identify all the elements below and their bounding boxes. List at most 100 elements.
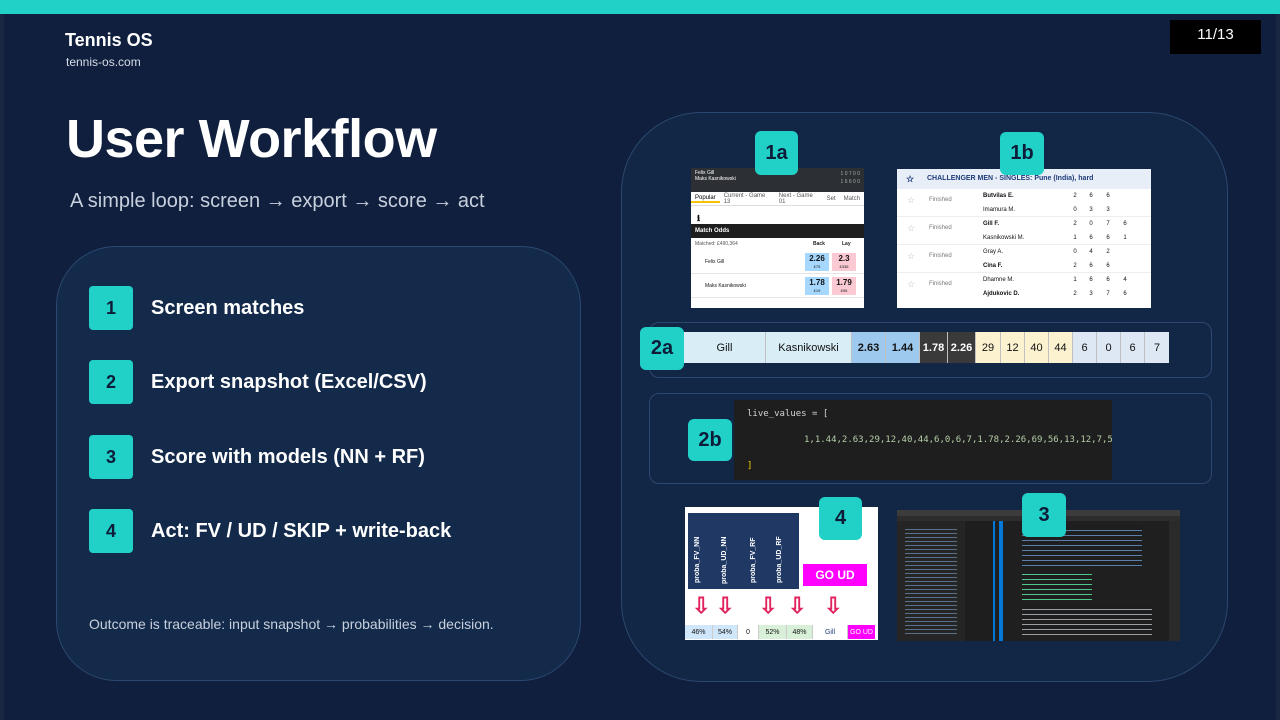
brand-name: Tennis OS <box>65 30 153 50</box>
editor-gutter <box>965 521 995 641</box>
steps-panel: 1 Screen matches 2 Export snapshot (Exce… <box>56 246 581 681</box>
runner-row: Felix Gill 2.26£75 2.3£336 <box>691 250 864 274</box>
cell: 52% <box>759 625 787 639</box>
file-list <box>905 526 957 636</box>
down-arrow-icon: ⇩ <box>716 593 735 618</box>
star-icon[interactable]: ☆ <box>907 195 916 205</box>
tab-popular[interactable]: Popular <box>691 195 720 203</box>
step-number: 4 <box>89 509 133 553</box>
lay-price-button[interactable]: 1.79£95 <box>832 277 856 295</box>
cell: 2.63 <box>852 332 886 363</box>
cell: GO UD <box>848 625 875 639</box>
page-title: User Workflow <box>66 109 437 169</box>
code-line-1: live_values = [ <box>747 409 829 419</box>
cell: 0 <box>738 625 759 639</box>
down-arrow-icon: ⇩ <box>788 593 807 618</box>
column-header: proba_FV_NN <box>694 536 701 584</box>
star-icon[interactable]: ☆ <box>907 223 916 233</box>
market-title: Match Odds <box>691 224 864 238</box>
back-price-button[interactable]: 2.26£75 <box>805 253 829 271</box>
probability-header: proba_FV_NN proba_UD_NN proba_FV_RF prob… <box>688 513 799 589</box>
star-icon[interactable]: ☆ <box>907 251 916 261</box>
step-number: 3 <box>89 435 133 479</box>
terminal-log <box>1022 605 1152 635</box>
right-edge <box>1276 14 1280 720</box>
cell: 6 <box>1121 332 1145 363</box>
info-icon[interactable]: ℹ <box>697 214 701 223</box>
cell: Gill <box>684 332 766 363</box>
matched-amount: Matched: £490,364 <box>695 241 738 247</box>
cell: 54% <box>713 625 738 639</box>
cell: 2.26 <box>948 332 976 363</box>
cell: 46% <box>685 625 713 639</box>
step-label: Act: FV / UD / SKIP + write-back <box>151 519 452 542</box>
tab-set[interactable]: Set <box>826 195 836 202</box>
cell: 7 <box>1145 332 1169 363</box>
tag-1b: 1b <box>1000 132 1044 175</box>
tag-1a: 1a <box>755 131 798 175</box>
cell: Gill <box>813 625 848 639</box>
player2-name: Maks Kasnikowski <box>695 176 736 182</box>
step-label: Screen matches <box>151 296 305 319</box>
tournament-title: CHALLENGER MEN - SINGLES: Pune (India), … <box>927 175 1094 182</box>
matched-row: Matched: £490,364 Back Lay <box>691 238 864 250</box>
top-accent-bar <box>0 0 1280 14</box>
probability-values: 46% 54% 0 52% 48% Gill GO UD <box>685 625 875 639</box>
column-header: proba_FV_RF <box>750 537 757 583</box>
player1-score: 1 0 7 0 0 <box>840 171 860 177</box>
page-subtitle: A simple loop: screen → export → score →… <box>70 190 485 212</box>
lay-header: Lay <box>842 241 851 247</box>
lay-price-button[interactable]: 2.3£336 <box>832 253 856 271</box>
page-indicator: 11/13 <box>1170 20 1261 54</box>
terminal-output <box>1022 570 1092 600</box>
results-header: ☆ CHALLENGER MEN - SINGLES: Pune (India)… <box>897 169 1151 189</box>
player1-name: Felix Gill <box>695 170 715 176</box>
step-label: Export snapshot (Excel/CSV) <box>151 370 427 393</box>
tab-match[interactable]: Match <box>843 195 860 202</box>
tab-current-game[interactable]: Current - Game 13 <box>723 192 766 205</box>
brand-url: tennis-os.com <box>66 55 141 69</box>
cell: Kasnikowski <box>766 332 852 363</box>
outcome-note: Outcome is traceable: input snapshot → p… <box>89 616 494 632</box>
step-3: 3 Score with models (NN + RF) <box>89 435 425 479</box>
back-price-button[interactable]: 1.78£19 <box>805 277 829 295</box>
split-divider[interactable] <box>999 521 1003 641</box>
cell: 48% <box>787 625 813 639</box>
tag-2a: 2a <box>640 327 684 370</box>
runner-row: Maks Kasnikowski 1.78£19 1.79£95 <box>691 274 864 298</box>
runner-name: Maks Kasnikowski <box>705 283 746 289</box>
left-edge <box>0 14 4 720</box>
runner-name: Felix Gill <box>705 259 725 265</box>
star-icon[interactable]: ☆ <box>907 279 916 289</box>
exchange-screenshot: Felix Gill Maks Kasnikowski 1 0 7 0 0 1 … <box>691 168 864 308</box>
column-header: proba_UD_RF <box>776 536 783 584</box>
code-line-3: ] <box>747 461 753 471</box>
cell: 1.44 <box>886 332 920 363</box>
star-icon[interactable]: ☆ <box>906 174 915 184</box>
go-ud-button[interactable]: GO UD <box>803 564 867 586</box>
cell: 29 <box>976 332 1001 363</box>
step-4: 4 Act: FV / UD / SKIP + write-back <box>89 509 451 553</box>
tag-3: 3 <box>1022 493 1066 537</box>
tab-next-game[interactable]: Next - Game 01 <box>778 192 813 205</box>
back-header: Back <box>813 241 825 247</box>
scrollbar[interactable] <box>1169 521 1180 641</box>
cell: 40 <box>1025 332 1049 363</box>
code-line-2: 1,1.44,2.63,29,12,40,44,6,0,6,7,1.78,2.2… <box>804 435 1113 445</box>
cell: 44 <box>1049 332 1073 363</box>
step-number: 1 <box>89 286 133 330</box>
column-header: proba_UD_NN <box>721 536 728 584</box>
decision-screenshot: proba_FV_NN proba_UD_NN proba_FV_RF prob… <box>685 507 878 640</box>
cell: 12 <box>1001 332 1025 363</box>
tag-2b: 2b <box>688 419 732 461</box>
cell: 0 <box>1097 332 1121 363</box>
cell: 6 <box>1073 332 1097 363</box>
results-screenshot: ☆ CHALLENGER MEN - SINGLES: Pune (India)… <box>897 169 1151 308</box>
code-frame <box>649 393 1212 484</box>
tag-4: 4 <box>819 497 862 540</box>
step-label: Score with models (NN + RF) <box>151 445 425 468</box>
